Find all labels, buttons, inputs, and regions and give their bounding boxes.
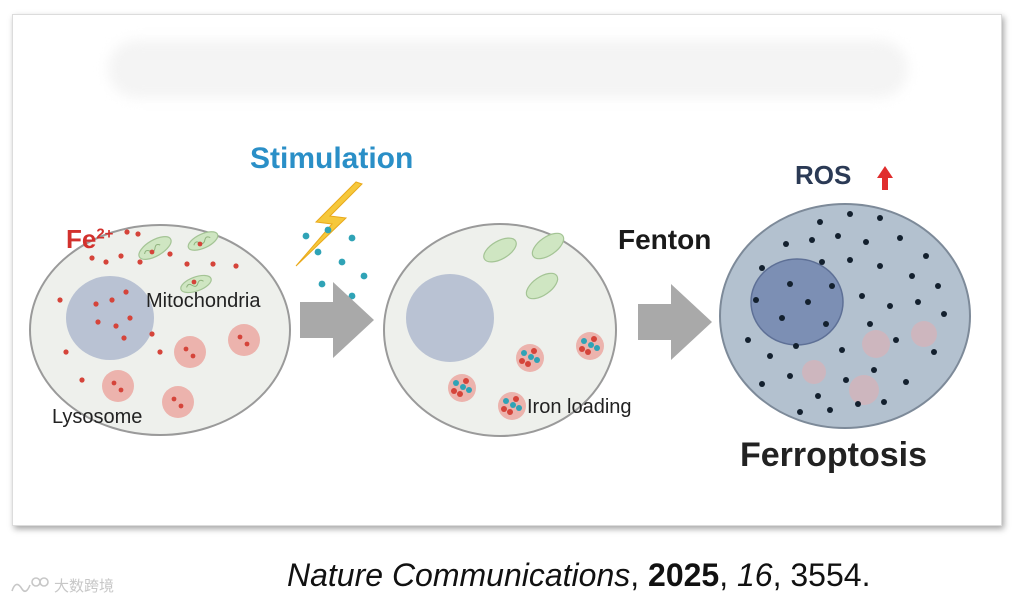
faded-lysosomes [802, 321, 937, 405]
stimulation-particles [302, 226, 368, 300]
mitochondria [483, 232, 565, 300]
citation-sep: , [772, 557, 791, 593]
nucleus [66, 276, 154, 360]
watermark-text: 大数跨境 [54, 577, 114, 595]
ferroptosis-label: Ferroptosis [740, 436, 928, 474]
nucleus [750, 258, 844, 346]
fe-text: Fe [66, 224, 97, 254]
ros-up-arrow-icon [877, 166, 893, 190]
fe-label: Fe2+ [66, 224, 113, 255]
mitochondria [138, 231, 219, 294]
cell-iron-loading [383, 223, 617, 437]
iron-loaded-lysosomes [448, 332, 604, 420]
citation-year: 2025 [648, 557, 720, 593]
iron-loading-label: Iron loading [527, 396, 632, 418]
iron-dots [57, 229, 250, 409]
ros-label: ROS [795, 160, 852, 190]
cell-membrane [29, 224, 291, 436]
citation: Nature Communications, 2025, 16, 3554. [287, 557, 870, 594]
mitochondria-label: Mitochondria [146, 290, 261, 312]
arrow-right-icon [638, 284, 712, 360]
citation-sep: , [630, 557, 649, 593]
cell-membrane [719, 203, 971, 429]
ros-dots [745, 211, 947, 415]
lysosome-label: Lysosome [52, 406, 143, 428]
citation-volume: 16 [737, 557, 773, 593]
blurred-banner [108, 40, 908, 98]
citation-journal: Nature Communications [287, 557, 631, 593]
lightning-bolt-icon [295, 181, 363, 267]
nucleus [406, 274, 494, 362]
fe-superscript: 2+ [96, 225, 114, 243]
stimulation-label: Stimulation [250, 142, 414, 175]
lysosomes [102, 324, 260, 418]
citation-article: 3554. [790, 557, 871, 593]
fenton-label: Fenton [618, 224, 712, 255]
cell-ferroptosis [719, 203, 971, 429]
citation-sep: , [719, 557, 737, 593]
arrow-right-icon [300, 282, 374, 358]
watermark-logo: 大数跨境 [11, 577, 114, 595]
cell-normal [29, 224, 291, 436]
